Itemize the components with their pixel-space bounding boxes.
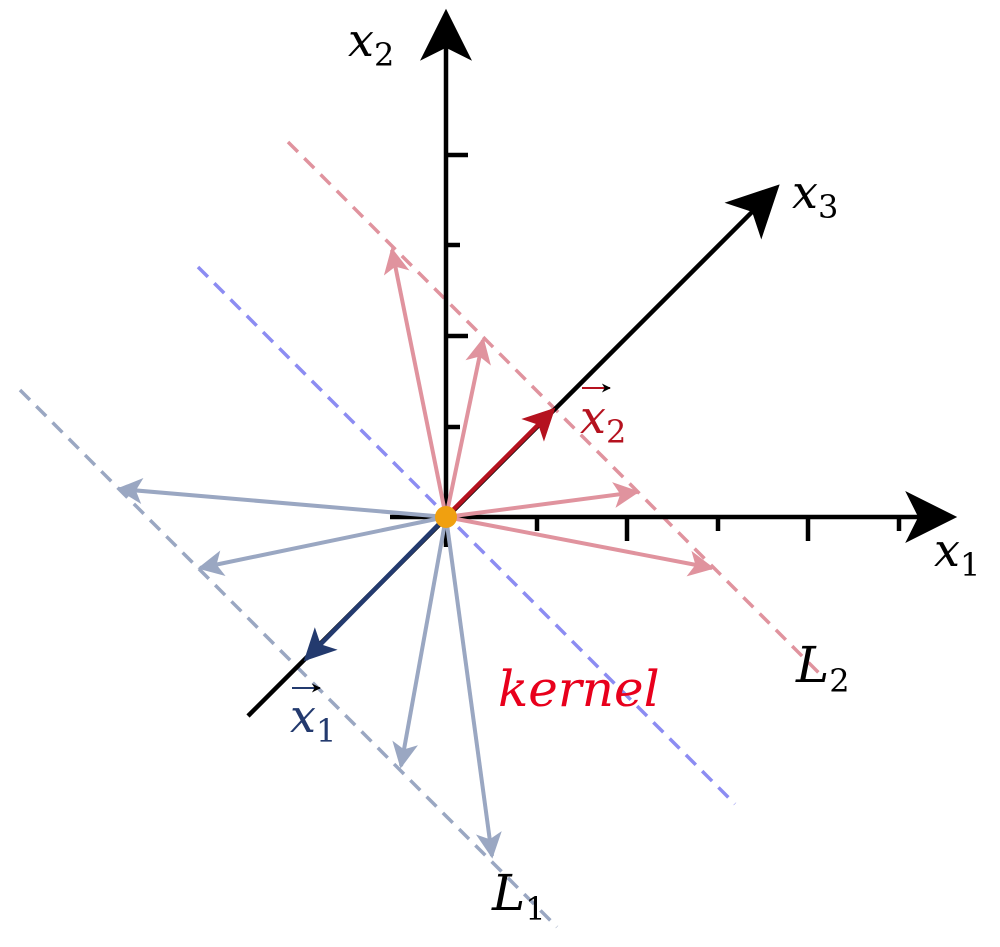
kernel-label: kernel xyxy=(498,660,660,718)
blue-arrow xyxy=(116,478,447,519)
x1-ticks xyxy=(534,517,902,541)
red-arrow xyxy=(444,337,491,518)
x1-axis-label: x1 xyxy=(934,523,980,584)
blue-arrow xyxy=(392,516,448,769)
red-arrows xyxy=(383,247,715,577)
L1-label: L1 xyxy=(491,864,546,928)
L1-line xyxy=(18,388,559,929)
red-arrow xyxy=(383,247,448,518)
vector-x2-label-group: x2 xyxy=(580,383,626,451)
L2-label: L2 xyxy=(795,636,850,700)
kernel-line xyxy=(196,265,737,806)
vector-x2 xyxy=(444,407,556,519)
x3-axis-label: x3 xyxy=(792,165,838,226)
blue-arrow xyxy=(197,515,447,576)
vector-x2-label: x2 xyxy=(580,390,626,451)
vector-x1-label-group: x1 xyxy=(290,683,336,750)
red-arrow xyxy=(445,515,715,577)
red-arrow xyxy=(445,482,640,519)
vector-x1 xyxy=(303,515,448,662)
blue-arrows xyxy=(116,478,502,859)
blue-arrow xyxy=(444,516,502,859)
x2-ticks xyxy=(446,152,468,430)
vector-x1-label: x1 xyxy=(290,689,336,750)
x2-axis-label: x2 xyxy=(348,13,394,74)
origin-point xyxy=(435,506,457,528)
